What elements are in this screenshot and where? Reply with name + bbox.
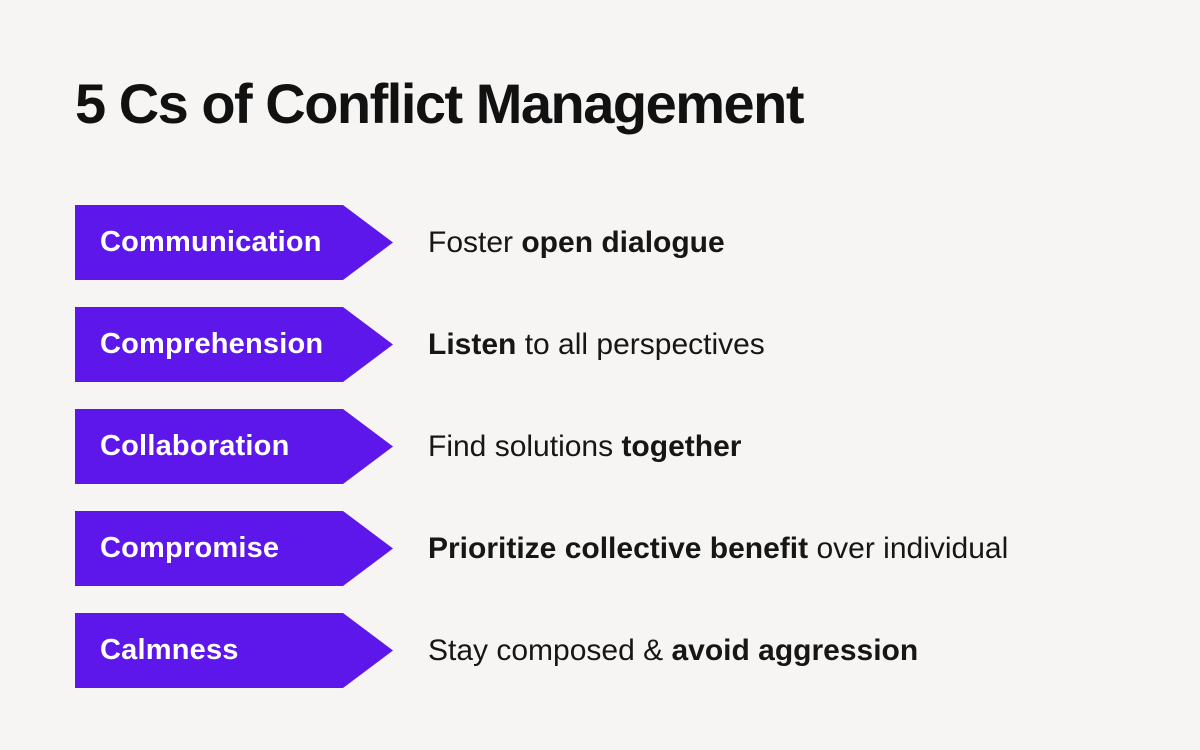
term-definition: Stay composed & avoid aggression bbox=[428, 634, 918, 668]
list-item-communication: Communication Foster open dialogue bbox=[75, 205, 1200, 280]
term-arrow-calmness: Calmness bbox=[75, 613, 393, 688]
term-label: Communication bbox=[100, 226, 322, 258]
definition-text: over individual bbox=[808, 531, 1009, 565]
term-definition: Foster open dialogue bbox=[428, 226, 725, 260]
definition-emphasis: together bbox=[621, 429, 742, 463]
term-label: Comprehension bbox=[100, 328, 324, 360]
definition-emphasis: open dialogue bbox=[521, 225, 725, 259]
term-label: Calmness bbox=[100, 634, 239, 666]
list-item-calmness: Calmness Stay composed & avoid aggressio… bbox=[75, 613, 1200, 688]
definition-emphasis: Listen bbox=[428, 327, 517, 361]
term-label: Collaboration bbox=[100, 430, 290, 462]
term-label: Compromise bbox=[100, 532, 280, 564]
term-arrow-communication: Communication bbox=[75, 205, 393, 280]
definition-text: Foster bbox=[428, 225, 522, 259]
definition-emphasis: Prioritize collective benefit bbox=[428, 531, 809, 565]
term-arrow-collaboration: Collaboration bbox=[75, 409, 393, 484]
definition-text: to all perspectives bbox=[516, 327, 765, 361]
term-definition: Listen to all perspectives bbox=[428, 328, 765, 362]
term-definition: Prioritize collective benefit over indiv… bbox=[428, 532, 1008, 566]
definition-emphasis: avoid aggression bbox=[671, 633, 919, 667]
term-arrow-comprehension: Comprehension bbox=[75, 307, 393, 382]
list-item-compromise: Compromise Prioritize collective benefit… bbox=[75, 511, 1200, 586]
term-arrow-compromise: Compromise bbox=[75, 511, 393, 586]
term-definition: Find solutions together bbox=[428, 430, 741, 464]
list-item-comprehension: Comprehension Listen to all perspectives bbox=[75, 307, 1200, 382]
page-title: 5 Cs of Conflict Management bbox=[75, 72, 805, 135]
definition-text: Stay composed & bbox=[428, 633, 672, 667]
definition-text: Find solutions bbox=[428, 429, 622, 463]
concept-list: Communication Foster open dialogue Compr… bbox=[75, 205, 1200, 688]
list-item-collaboration: Collaboration Find solutions together bbox=[75, 409, 1200, 484]
